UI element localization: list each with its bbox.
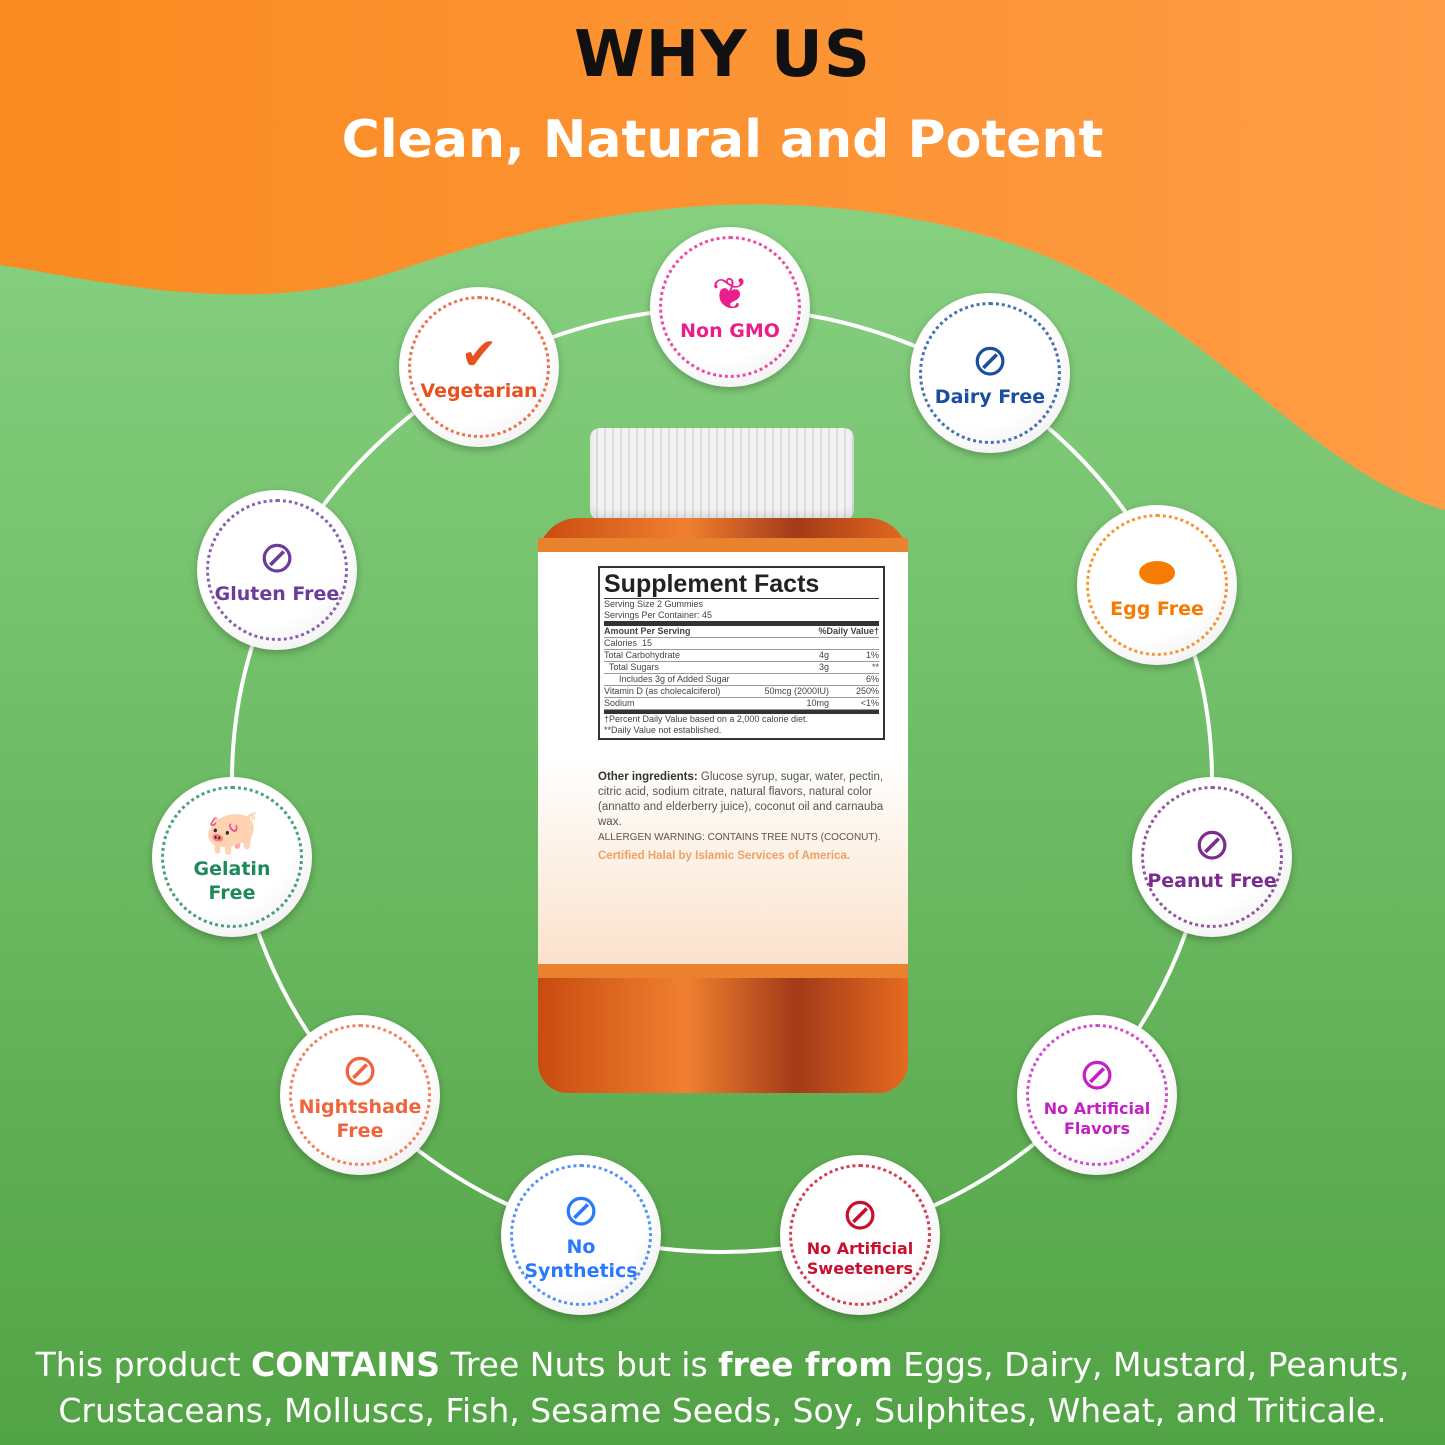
nutrient-dv: 6%	[865, 674, 879, 684]
badge-label: Vegetarian	[420, 380, 538, 402]
badge-peanut-free: ⊘Peanut Free	[1132, 777, 1292, 937]
bottle-label: Supplement Facts Serving Size 2 Gummies …	[538, 538, 908, 978]
facts-row: Total Carbohydrate 4g 1%	[604, 650, 879, 662]
badge-nightshade-free: ⊘Nightshade Free	[280, 1015, 440, 1175]
facts-row: Includes 3g of Added Sugar 6%	[604, 674, 879, 686]
pig-icon: 🐖	[204, 807, 260, 858]
badge-dairy-free: ⊘Dairy Free	[910, 293, 1070, 453]
nutrient-amount	[759, 638, 829, 649]
footer-bold: CONTAINS	[250, 1345, 441, 1384]
nutrient-name: Total Sugars	[604, 662, 659, 672]
facts-row: Vitamin D (as cholecalciferol) 50mcg (200…	[604, 686, 879, 698]
other-ingredients: Other ingredients: Glucose syrup, sugar,…	[598, 770, 888, 864]
badge-gelatin-free: 🐖Gelatin Free	[152, 777, 312, 937]
nutrient-amount: 10mg	[806, 698, 829, 708]
badge-label: No Artificial Sweeteners	[806, 1239, 914, 1278]
badge-label: No Synthetics	[524, 1236, 638, 1282]
peanut-icon: ⊘	[1193, 819, 1231, 870]
servings-per-container: Servings Per Container: 45	[604, 610, 879, 626]
nutrient-dv: **	[871, 662, 879, 672]
flavor-dropper-icon: ⊘	[1078, 1049, 1116, 1100]
nutrient-name: Sodium	[604, 698, 635, 708]
nutrient-dv: <1%	[860, 698, 879, 708]
nutrient-dv	[829, 638, 879, 649]
page-title: WHY US	[574, 18, 871, 92]
nutrient-name: Vitamin D (as cholecalciferol)	[604, 686, 721, 696]
footer-text: Eggs, Dairy, Mustard, Peanuts, Crustacea…	[58, 1345, 1410, 1430]
supplement-facts-panel: Supplement Facts Serving Size 2 Gummies …	[598, 566, 885, 740]
amount-header: Amount Per Serving	[604, 626, 691, 636]
facts-title: Supplement Facts	[604, 570, 879, 599]
facts-row: Calories 15	[604, 638, 879, 650]
badge-label: Gluten Free	[214, 583, 340, 605]
bottle-cap	[590, 428, 854, 520]
dropper-icon: ⊘	[562, 1185, 600, 1236]
sugar-cube-icon: ⊘	[841, 1189, 879, 1240]
badge-label: Peanut Free	[1147, 870, 1277, 892]
wheat-icon: ⊘	[258, 532, 296, 583]
nutrient-amount	[759, 674, 829, 685]
footer-text: This product	[35, 1345, 251, 1384]
egg-icon: ⬬	[1138, 547, 1176, 598]
facts-note: †Percent Daily Value based on a 2,000 ca…	[604, 710, 879, 725]
nightshade-leaf-icon: ⊘	[341, 1045, 379, 1096]
nutrient-amount: 3g	[818, 662, 829, 672]
badge-label: Egg Free	[1110, 598, 1204, 620]
badge-label: Dairy Free	[934, 386, 1046, 408]
other-ingredients-label: Other ingredients:	[598, 771, 698, 783]
nutrient-name: Includes 3g of Added Sugar	[604, 674, 730, 684]
other-ingredients-text: Glucose syrup, sugar, water, pectin, cit…	[598, 771, 884, 828]
leaf-icon: ❦	[711, 269, 749, 320]
badge-gluten-free: ⊘Gluten Free	[197, 490, 357, 650]
facts-row: Total Sugars 3g **	[604, 662, 879, 674]
dv-header: %Daily Value†	[818, 626, 879, 636]
badge-label: Non GMO	[680, 320, 780, 342]
badge-label: Nightshade Free	[298, 1096, 422, 1142]
allergen-warning: ALLERGEN WARNING: CONTAINS TREE NUTS (CO…	[598, 832, 881, 843]
halal-certification: Certified Halal by Islamic Services of A…	[598, 850, 851, 862]
badge-label: Gelatin Free	[193, 858, 271, 904]
badge-vegetarian: ✔Vegetarian	[399, 287, 559, 447]
milk-bottle-icon: ⊘	[971, 335, 1009, 386]
vegetarian-v-icon: ✔	[460, 329, 498, 380]
nutrient-name: Total Carbohydrate	[604, 650, 681, 660]
nutrient-name: Calories 15	[604, 638, 653, 648]
facts-row: Sodium 10mg <1%	[604, 698, 879, 710]
badge-no-artificial-flavors: ⊘No Artificial Flavors	[1017, 1015, 1177, 1175]
nutrient-amount: 4g	[818, 650, 829, 660]
badge-no-synthetics: ⊘No Synthetics	[501, 1155, 661, 1315]
nutrient-amount: 50mcg (2000IU)	[764, 686, 829, 696]
badge-egg-free: ⬬Egg Free	[1077, 505, 1237, 665]
nutrient-dv: 250%	[855, 686, 879, 696]
footer-text: Tree Nuts but is	[440, 1345, 719, 1384]
badge-no-artificial-sweeteners: ⊘No Artificial Sweeteners	[780, 1155, 940, 1315]
allergen-statement: This product CONTAINS Tree Nuts but is f…	[0, 1342, 1445, 1434]
serving-size: Serving Size 2 Gummies	[604, 599, 704, 609]
page-subtitle: Clean, Natural and Potent	[341, 110, 1104, 170]
product-bottle: Supplement Facts Serving Size 2 Gummies …	[538, 428, 908, 1093]
nutrient-dv: 1%	[865, 650, 879, 660]
badge-non-gmo: ❦Non GMO	[650, 227, 810, 387]
badge-label: No Artificial Flavors	[1043, 1099, 1151, 1138]
footer-bold: free from	[718, 1345, 893, 1384]
facts-note: **Daily Value not established.	[604, 725, 722, 735]
